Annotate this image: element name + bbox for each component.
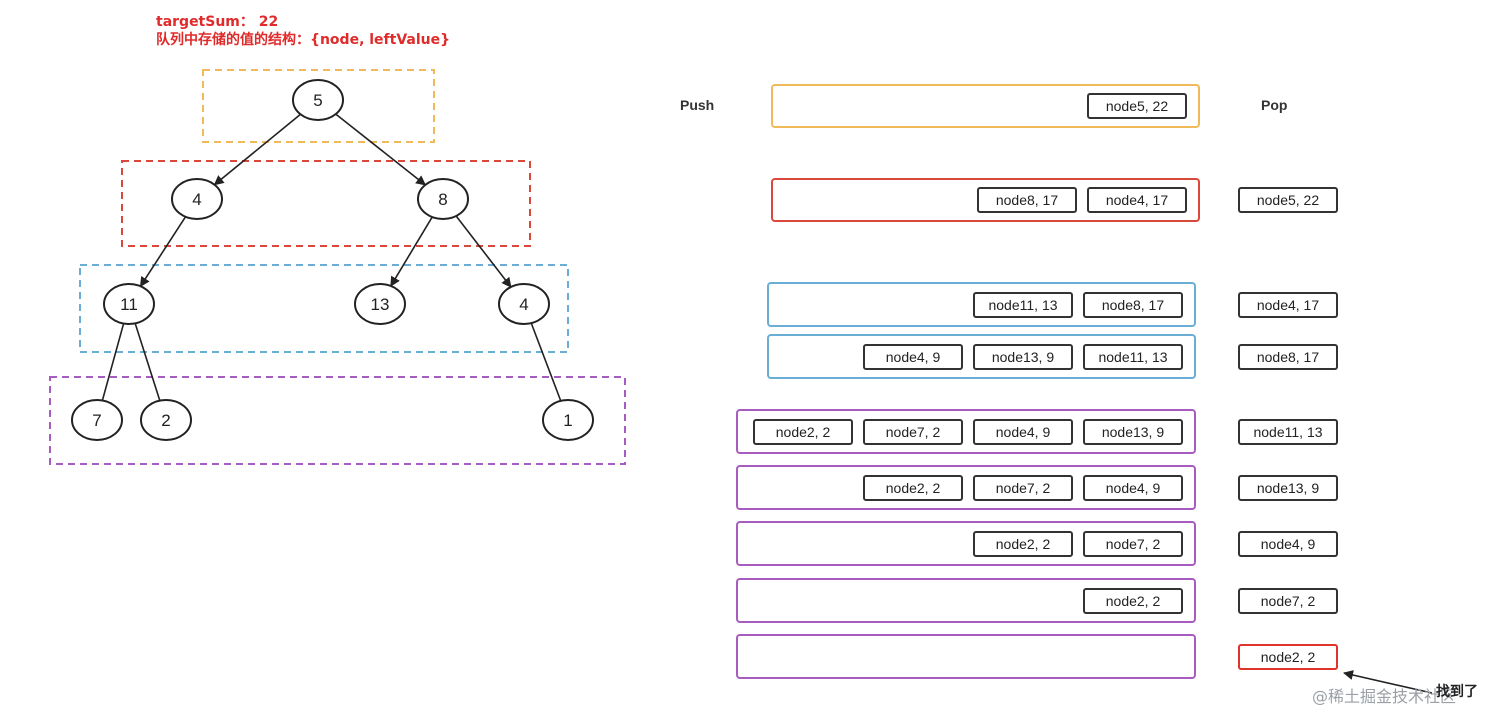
queue-item: node2, 2 [1083,587,1183,614]
queue-item: node7, 2 [973,474,1073,501]
tree-node-n2: 2 [140,399,192,441]
queue-row-8: node2, 2 [736,578,1196,623]
queue-item: node8, 17 [1083,291,1183,318]
queue-row-7: node2, 2 node7, 2 [736,521,1196,566]
popped-item: node4, 9 [1238,530,1338,557]
tree-node-label: 8 [438,190,447,209]
queue-row-5: node2, 2 node7, 2 node4, 9 node13, 9 [736,409,1196,454]
queue-item: node2, 2 [973,530,1073,557]
tree-node-n13: 13 [354,283,406,325]
level-3-box [79,264,569,353]
tree-node-n1: 1 [542,399,594,441]
queue-row-4: node4, 9 node13, 9 node11, 13 [767,334,1196,379]
edge-n4b-n1 [530,322,562,402]
popped-item: node7, 2 [1238,587,1338,614]
popped-item: node8, 17 [1238,343,1338,370]
edge-n5-n8 [335,113,427,186]
queue-item: node11, 13 [973,291,1073,318]
queue-item: node7, 2 [1083,530,1183,557]
popped-item: node13, 9 [1238,474,1338,501]
level-1-box [202,69,435,143]
popped-item: node5, 22 [1238,187,1338,213]
edge-n8-n13 [390,216,433,287]
queue-item: node4, 9 [863,343,963,370]
found-label: 找到了 [1436,684,1478,700]
tree-node-label: 2 [161,411,170,430]
queue-item: node4, 9 [973,418,1073,445]
tree-node-n8: 8 [417,178,469,220]
tree-node-n11: 11 [103,283,155,325]
tree-node-n5: 5 [292,79,344,121]
queue-item: node7, 2 [863,418,963,445]
push-label: Push [680,97,715,113]
queue-row-3: node11, 13 node8, 17 [767,282,1196,327]
popped-item: node4, 17 [1238,291,1338,318]
queue-structure-text: 队列中存储的值的结构：{node, leftValue} [156,32,451,48]
tree-node-n4b: 4 [498,283,550,325]
queue-row-1: node5, 22 [771,84,1200,128]
tree-node-label: 5 [313,91,322,110]
edge-n5-n4a [213,113,302,186]
queue-item: node8, 17 [977,187,1077,213]
tree-node-label: 7 [92,411,101,430]
queue-item: node4, 17 [1087,187,1187,213]
queue-item: node13, 9 [1083,418,1183,445]
level-2-box [121,160,531,247]
queue-row-2: node8, 17 node4, 17 [771,178,1200,222]
tree-node-label: 13 [371,295,390,314]
popped-item: node11, 13 [1238,418,1338,445]
target-sum-text: targetSum： 22 [156,14,279,30]
queue-item: node2, 2 [753,418,853,445]
queue-row-9 [736,634,1196,679]
queue-item: node5, 22 [1087,93,1187,119]
queue-item: node11, 13 [1083,343,1183,370]
queue-row-6: node2, 2 node7, 2 node4, 9 [736,465,1196,510]
queue-item: node4, 9 [1083,474,1183,501]
pop-label: Pop [1261,97,1288,113]
edge-n8-n4b [455,215,512,288]
level-4-box [49,376,626,465]
tree-node-n4a: 4 [171,178,223,220]
queue-item: node13, 9 [973,343,1073,370]
edge-n11-n2 [134,323,161,401]
watermark: @稀土掘金技术社区 [1312,687,1457,706]
queue-item: node2, 2 [863,474,963,501]
tree-node-label: 1 [563,411,572,430]
edge-n11-n7 [101,323,125,401]
found-arrow [1343,670,1433,694]
edge-n4a-n11 [139,216,187,288]
tree-node-n7: 7 [71,399,123,441]
tree-node-label: 4 [519,295,528,314]
tree-node-label: 4 [192,190,201,209]
popped-item-found: node2, 2 [1238,643,1338,670]
tree-node-label: 11 [120,295,138,314]
